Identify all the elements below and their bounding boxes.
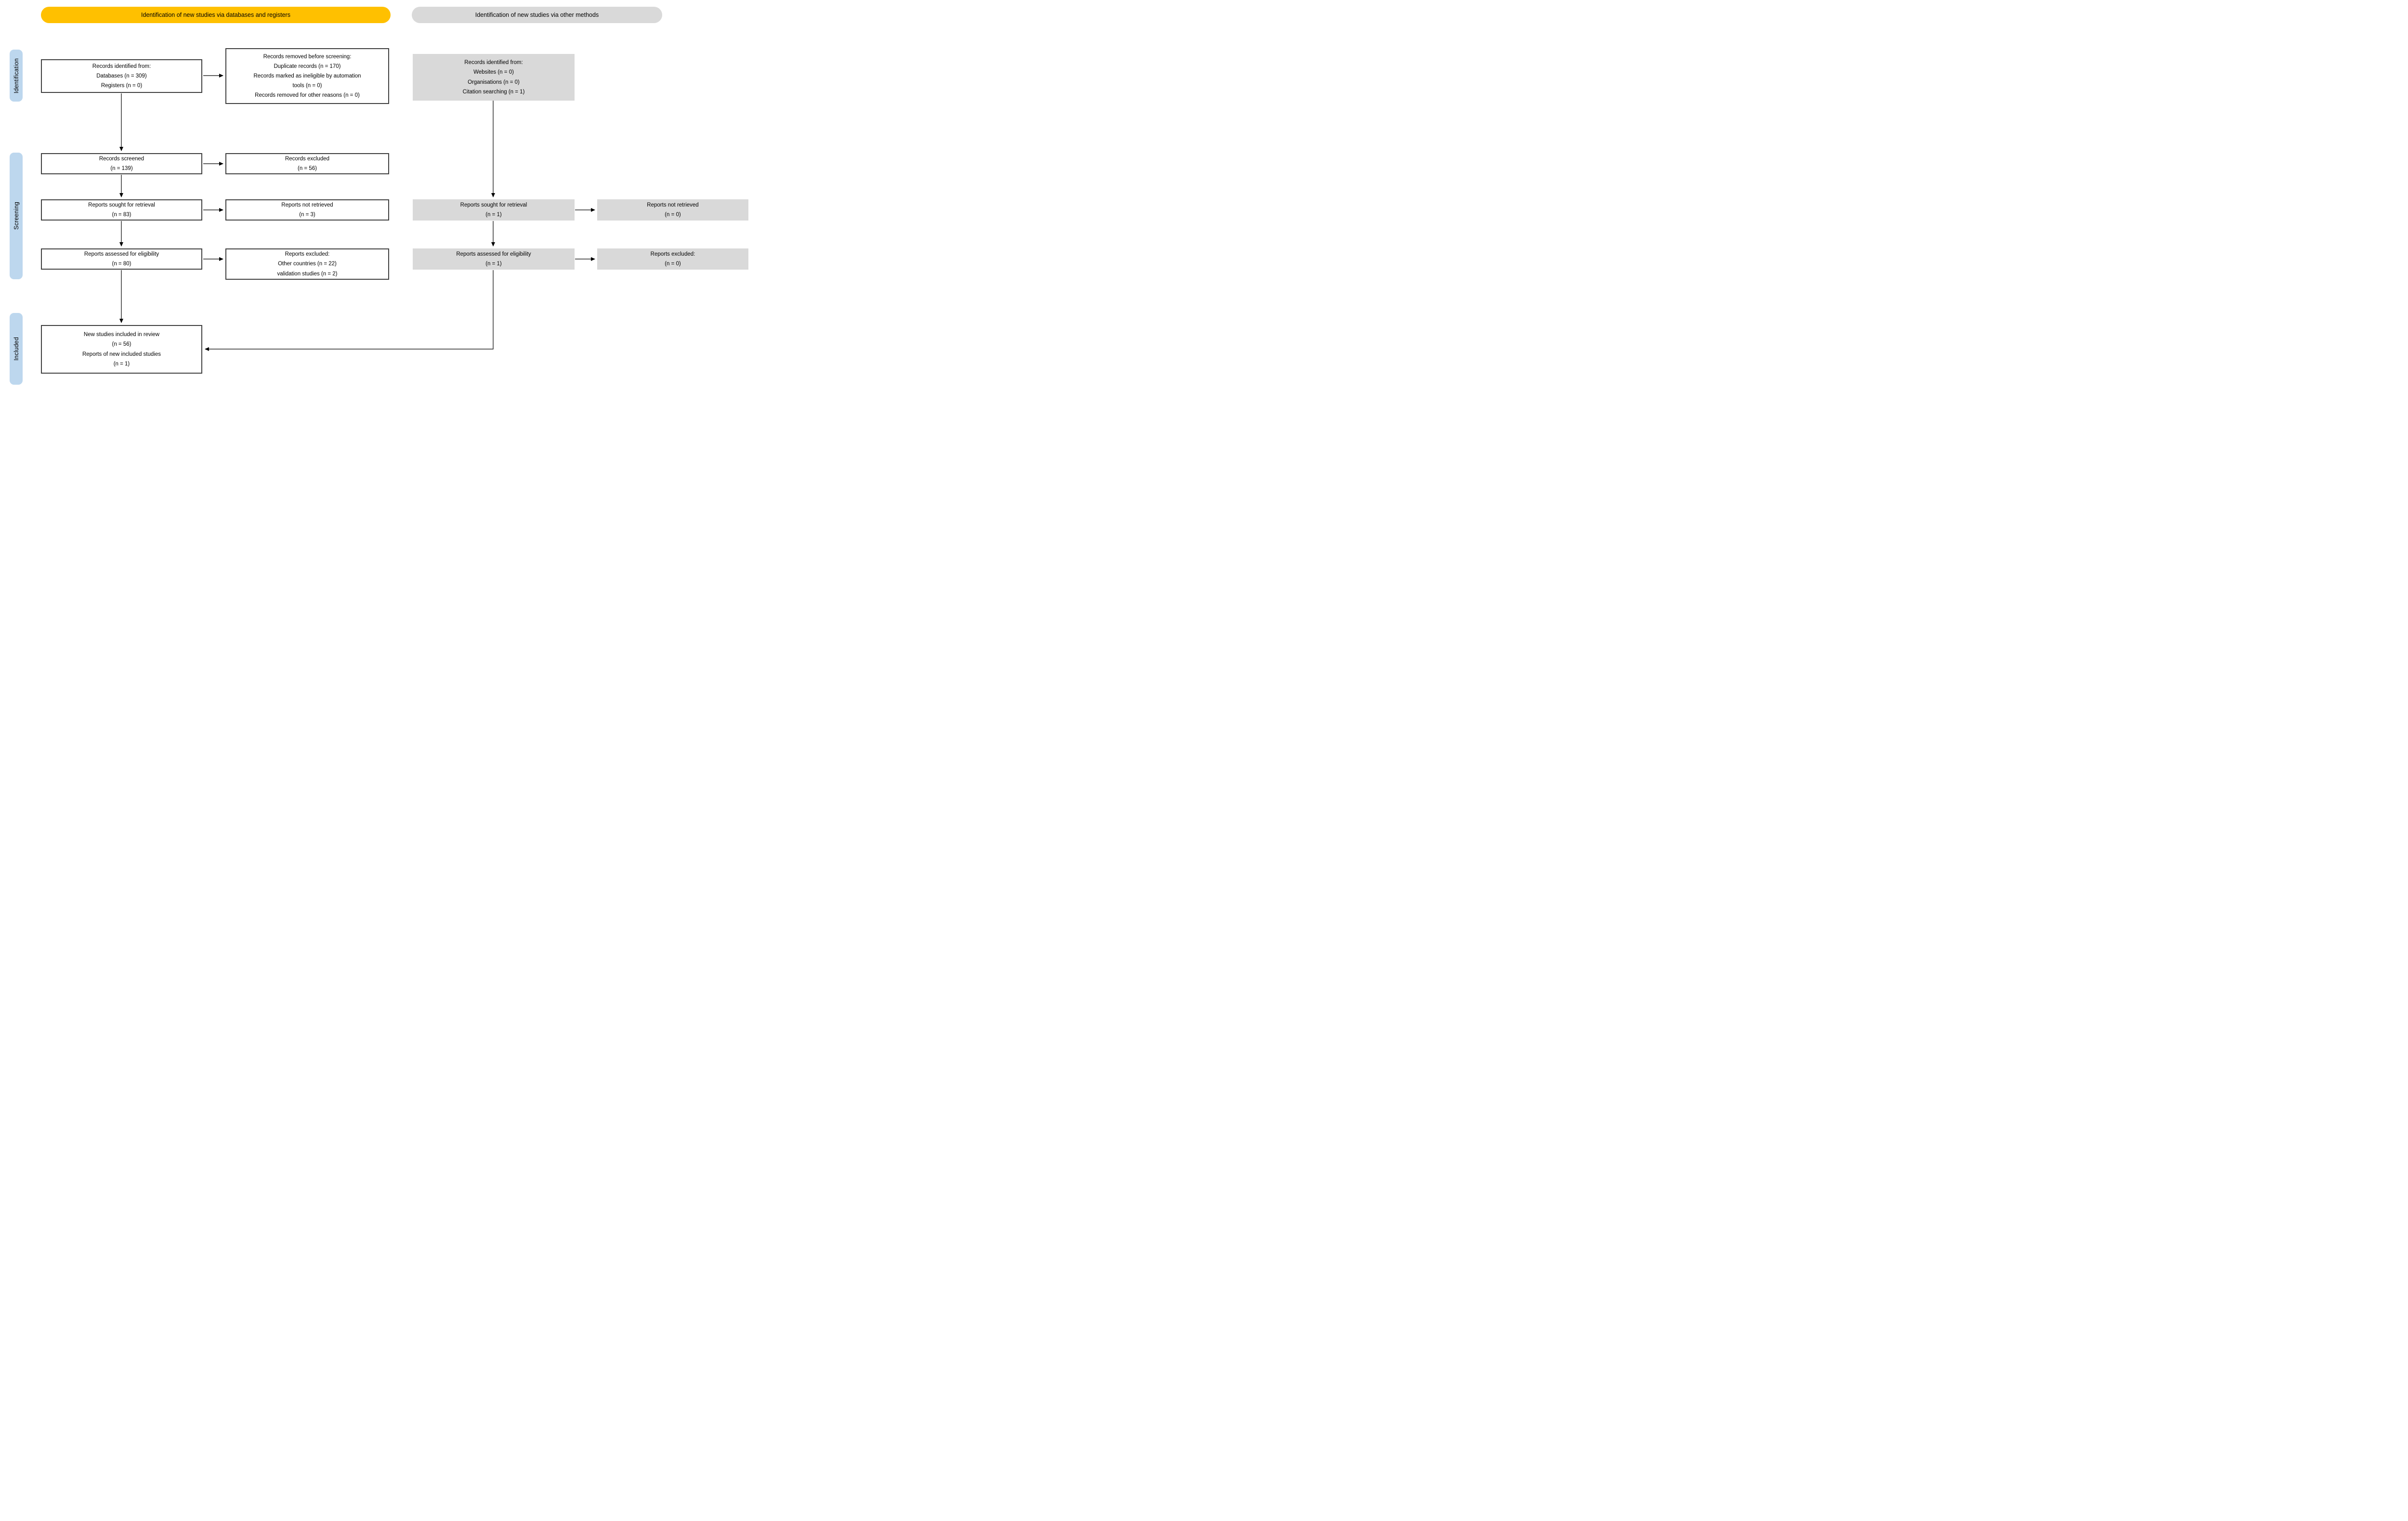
- box-records-screened: Records screened (n = 139): [41, 153, 202, 174]
- stage-label-included-text: Included: [13, 337, 20, 361]
- box-new-studies-included: New studies included in review (n = 56) …: [41, 325, 202, 374]
- box-records-identified-other-methods: Records identified from: Websites (n = 0…: [413, 54, 575, 101]
- box-records-excluded: Records excluded (n = 56): [225, 153, 389, 174]
- box-reports-not-retrieved: Reports not retrieved (n = 3): [225, 199, 389, 221]
- prisma-flow-diagram: Identification of new studies via databa…: [0, 0, 755, 389]
- box-other-reports-assessed-eligibility: Reports assessed for eligibility (n = 1): [413, 248, 575, 270]
- box-reports-excluded-reasons: Reports excluded: Other countries (n = 2…: [225, 248, 389, 280]
- stage-label-included: Included: [10, 313, 23, 385]
- box-other-reports-sought-retrieval: Reports sought for retrieval (n = 1): [413, 199, 575, 221]
- stage-label-screening: Screening: [10, 153, 23, 279]
- stage-label-identification: Identification: [10, 50, 23, 102]
- box-records-removed-before-screening: Records removed before screening: Duplic…: [225, 48, 389, 104]
- banner-other-methods: Identification of new studies via other …: [412, 7, 662, 23]
- stage-label-identification-text: Identification: [13, 58, 20, 93]
- stage-label-screening-text: Screening: [13, 202, 20, 230]
- box-reports-sought-retrieval: Reports sought for retrieval (n = 83): [41, 199, 202, 221]
- banner-databases-registers: Identification of new studies via databa…: [41, 7, 391, 23]
- box-records-identified-databases: Records identified from: Databases (n = …: [41, 59, 202, 93]
- box-other-reports-excluded: Reports excluded: (n = 0): [597, 248, 748, 270]
- arrow-other-assessed-to-included: [205, 270, 494, 351]
- box-other-reports-not-retrieved: Reports not retrieved (n = 0): [597, 199, 748, 221]
- box-reports-assessed-eligibility: Reports assessed for eligibility (n = 80…: [41, 248, 202, 270]
